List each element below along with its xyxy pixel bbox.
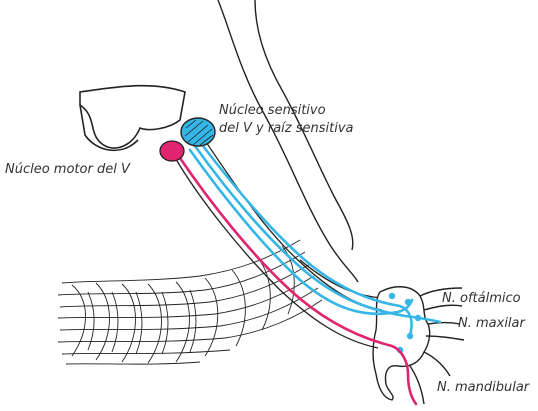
brainstem-outline [218, 0, 395, 298]
label-motor-nucleus: Núcleo motor del V [5, 162, 130, 178]
muscle-fibers [58, 240, 322, 364]
label-sensory-nucleus-line2: del V y raíz sensitiva [219, 121, 354, 137]
sensory-fibers [190, 142, 440, 336]
label-ophthalmic-nerve: N. oftálmico [442, 291, 521, 307]
motor-nucleus [160, 141, 184, 161]
label-sensory-nucleus-line1: Núcleo sensitivo [219, 103, 326, 119]
sensory-fiber-ophthalmic [190, 150, 412, 314]
label-maxillary-nerve: N. maxilar [458, 316, 525, 332]
label-mandibular-nerve: N. mandibular [437, 380, 529, 396]
sensory-nucleus [181, 118, 215, 146]
